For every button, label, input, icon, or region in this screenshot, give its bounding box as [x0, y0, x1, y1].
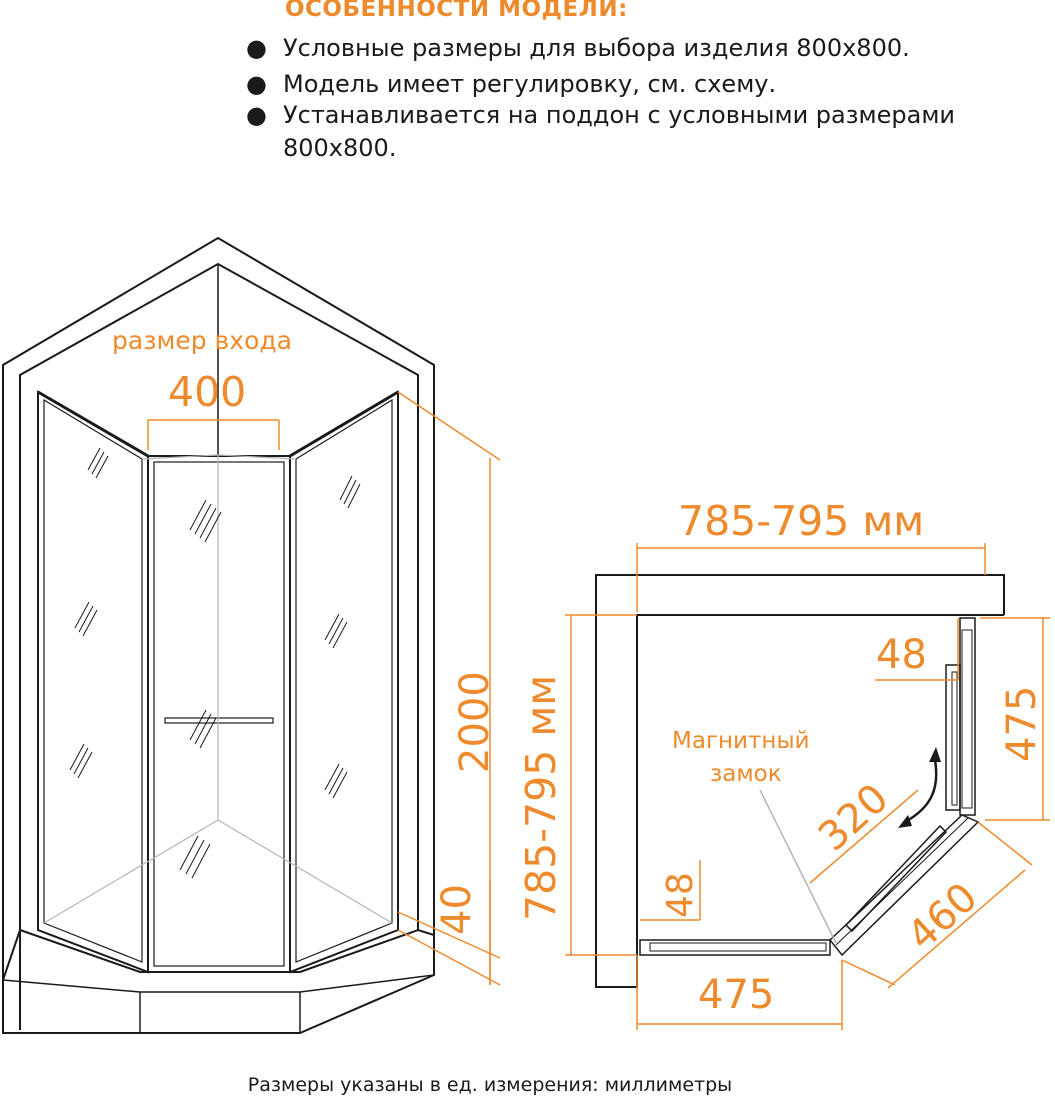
right-glass-panel: [289, 390, 399, 974]
magnetic-lock-label: Магнитный: [672, 728, 810, 754]
feature-item: Устанавливается на поддон с условными ра…: [283, 101, 956, 129]
front-dimensions: [147, 391, 501, 986]
wall-outline: [1, 236, 435, 1033]
units-note: Размеры указаны в ед. измерения: миллиме…: [247, 1074, 733, 1096]
feature-item-continued: 800х800.: [283, 134, 397, 162]
bullet-dot: ●: [246, 34, 267, 62]
adjust-value: 320: [810, 775, 898, 860]
center-door: [147, 455, 291, 973]
feature-item: Условные размеры для выбора изделия 800х…: [283, 34, 910, 62]
bullet-dot: ●: [246, 101, 267, 129]
entrance-width-value: 400: [168, 368, 246, 416]
side-bottom-value: 475: [698, 972, 774, 1018]
side-right-value: 475: [999, 686, 1045, 762]
height-value: 2000: [452, 671, 498, 773]
bullet-dot: ●: [246, 70, 267, 98]
plan-depth-value: 785-795 мм: [517, 675, 565, 921]
entrance-size-label: размер входа: [112, 326, 292, 355]
features-title: ОСОБЕННОСТИ МОДЕЛИ:: [285, 0, 628, 22]
tray-height-value: 40: [434, 884, 480, 935]
left-glass-panel: [37, 390, 149, 974]
door-handle: [164, 717, 274, 724]
features-block: ОСОБЕННОСТИ МОДЕЛИ: ● Условные размеры д…: [0, 0, 1055, 170]
front-view-drawing: [1, 236, 435, 1034]
magnetic-lock-label-2: замок: [710, 761, 782, 787]
shower-tray: [1, 928, 435, 1034]
feature-item: Модель имеет регулировку, см. схему.: [283, 70, 777, 98]
plan-width-value: 785-795 мм: [678, 497, 924, 545]
adjustment-arrow-icon: [904, 759, 938, 824]
profile-bottom-value: 48: [660, 872, 701, 918]
plan-dimensions: [565, 543, 1050, 1030]
profile-top-value: 48: [876, 632, 927, 678]
